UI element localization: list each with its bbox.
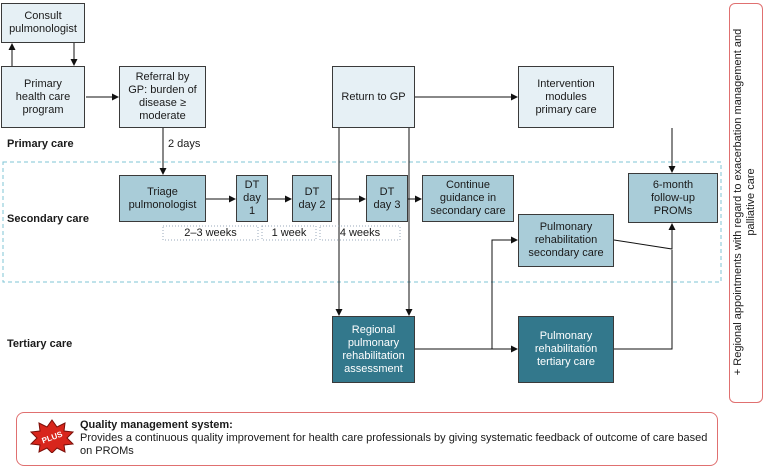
box-dt-day-1: DT day 1 — [236, 175, 268, 222]
label-secondary-care: Secondary care — [7, 213, 89, 225]
box-dt-day-3: DT day 3 — [366, 175, 408, 222]
quality-body: Provides a continuous quality improvemen… — [80, 432, 708, 457]
box-rehab-secondary: Pulmonary rehabilitation secondary care — [518, 214, 614, 267]
box-intervention-modules: Intervention modules primary care — [518, 66, 614, 128]
box-consult-pulmonologist: Consult pulmonologist — [1, 3, 85, 43]
duration-4-weeks: 4 weeks — [339, 227, 381, 239]
box-referral-by-gp: Referral by GP: burden of disease ≥ mode… — [119, 66, 206, 128]
plus-badge-icon: PLUS — [30, 419, 74, 453]
box-return-to-gp: Return to GP — [332, 66, 415, 128]
box-dt-day-2: DT day 2 — [292, 175, 332, 222]
quality-title: Quality management system: — [80, 419, 233, 431]
secondary-care-region — [2, 161, 722, 283]
arrow-regional-to-rehab-secondary — [414, 236, 518, 350]
arrow-rehab-secondary-to-followup — [613, 223, 676, 250]
box-triage-pulmonologist: Triage pulmonologist — [119, 175, 206, 222]
quality-management-frame — [16, 412, 718, 466]
duration-2-days: 2 days — [168, 138, 201, 150]
label-primary-care: Primary care — [7, 138, 74, 150]
label-tertiary-care: Tertiary care — [7, 338, 73, 350]
box-continue-guidance: Continue guidance in secondary care — [422, 175, 514, 222]
bracket-1-week — [261, 225, 317, 241]
duration-2-3-weeks: 2–3 weeks — [184, 227, 237, 239]
side-note-text: + Regional appointments with regard to e… — [732, 28, 757, 376]
arrow-rehab-tertiary-to-followup — [614, 250, 673, 350]
bracket-2-3-weeks — [162, 225, 259, 241]
bracket-4-weeks — [319, 225, 401, 241]
box-regional-assessment: Regional pulmonary rehabilitation assess… — [332, 316, 415, 383]
box-6-month-follow-up: 6-month follow-up PROMs — [628, 173, 718, 223]
duration-1-week: 1 week — [271, 227, 307, 239]
box-rehab-tertiary: Pulmonary rehabilitation tertiary care — [518, 316, 614, 383]
box-primary-health-care-program: Primary health care program — [1, 66, 85, 128]
side-note-frame — [729, 3, 763, 403]
